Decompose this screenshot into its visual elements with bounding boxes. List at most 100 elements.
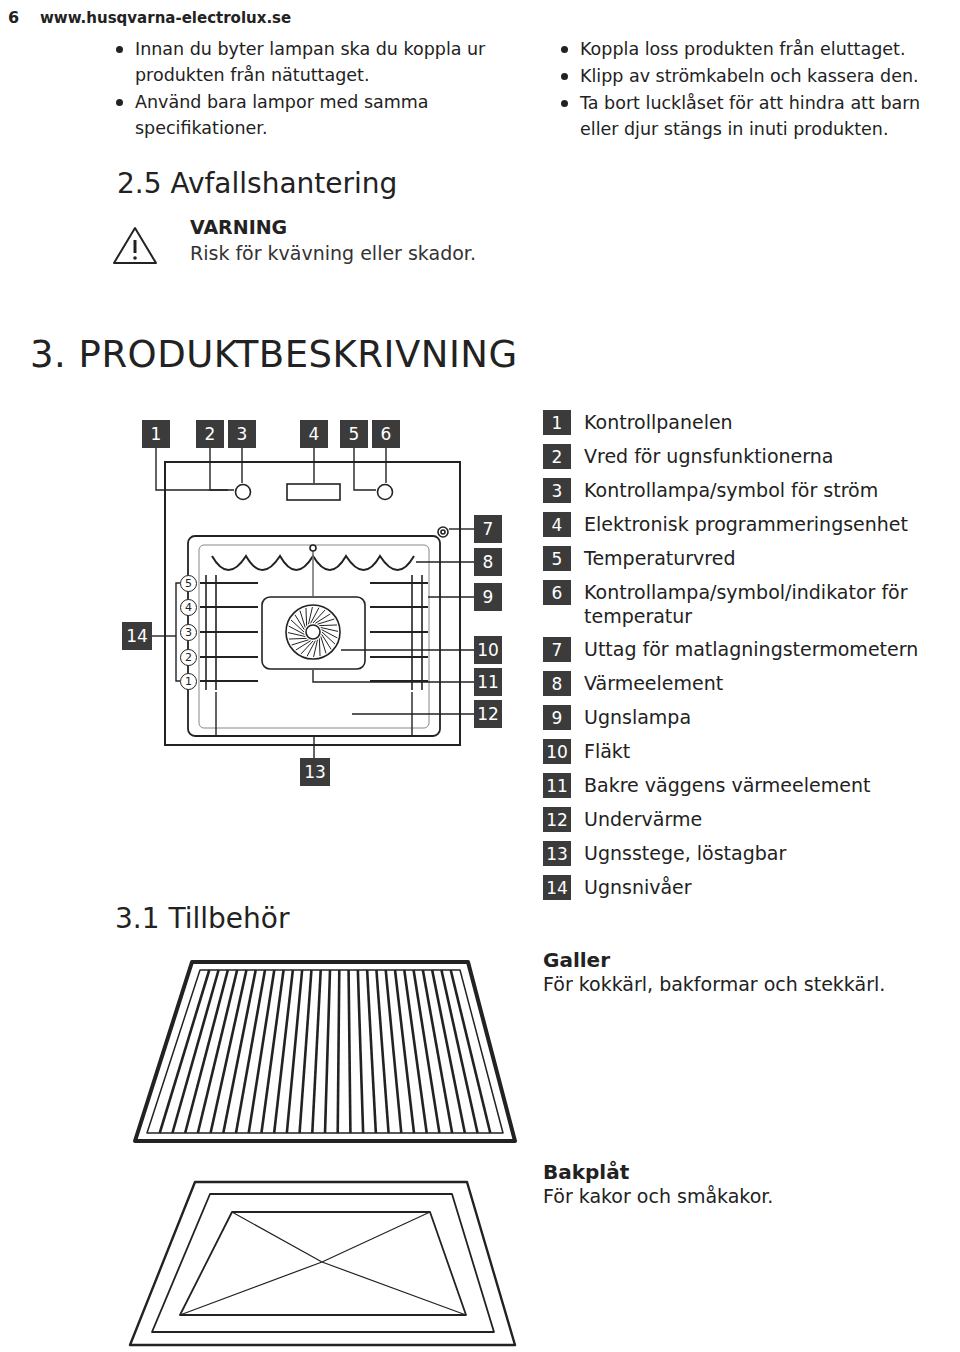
legend-text: Temperaturvred bbox=[584, 546, 956, 570]
legend-text: Kontrollampa/symbol/indikator för temper… bbox=[584, 580, 956, 628]
text-column: 1 Kontrollpanelen 2 Vred för ugnsfunktioner… bbox=[543, 410, 956, 909]
callout-number: 3 bbox=[228, 420, 256, 448]
stroke bbox=[370, 656, 428, 658]
accessory-text: För kokkärl, bakformar och stekkärl. bbox=[543, 973, 955, 995]
stroke bbox=[315, 614, 330, 623]
stroke bbox=[249, 970, 275, 1133]
callout-number: 12 bbox=[474, 700, 502, 728]
callout-text: 10 bbox=[477, 640, 499, 660]
legend-row: 3Kontrollampa/symbol för ström bbox=[543, 478, 956, 503]
section-heading: 3. PRODUKTBESKRIVNING bbox=[30, 333, 518, 376]
callout-text: 2 bbox=[205, 424, 216, 444]
callout-number: 14 bbox=[543, 875, 571, 900]
callout-text: 5 bbox=[552, 549, 563, 569]
callout-text: 14 bbox=[126, 626, 148, 646]
legend-text: Kontrollpanelen bbox=[584, 410, 956, 434]
callout-text: 9 bbox=[483, 587, 494, 607]
stroke bbox=[261, 970, 283, 1133]
stroke bbox=[305, 608, 307, 626]
warning-text: Risk för kvävning eller skador. bbox=[190, 242, 476, 264]
text-column: Koppla loss produkten från eluttaget.Kli… bbox=[580, 36, 956, 143]
stroke bbox=[370, 582, 428, 584]
callout-number: 8 bbox=[543, 671, 571, 696]
page-number: 6 bbox=[8, 8, 19, 27]
callout-text: 3 bbox=[552, 481, 563, 501]
stroke bbox=[349, 970, 351, 1133]
callout-text: 8 bbox=[483, 552, 494, 572]
callout-text: 7 bbox=[483, 519, 494, 539]
callout-circle: 5 bbox=[180, 575, 197, 592]
accessory-name: Galler bbox=[543, 948, 610, 972]
stroke bbox=[319, 624, 337, 626]
callout-text: 11 bbox=[546, 776, 568, 796]
callout-text: 12 bbox=[477, 704, 499, 724]
stroke bbox=[451, 970, 491, 1133]
legend-text: Bakre väggens värmeelement bbox=[584, 773, 956, 797]
callout-number: 1 bbox=[142, 420, 170, 448]
stroke bbox=[200, 656, 258, 658]
callout-number: 3 bbox=[543, 478, 571, 503]
callout-text: 8 bbox=[552, 674, 563, 694]
stroke bbox=[404, 970, 426, 1133]
legend-text: Elektronisk programmeringsenhet bbox=[584, 512, 956, 536]
callout-number: 11 bbox=[474, 668, 502, 696]
callout-number: 12 bbox=[543, 807, 571, 832]
callout-number: 10 bbox=[474, 636, 502, 664]
callout-text: 5 bbox=[185, 577, 192, 590]
legend-text: Värmeelement bbox=[584, 671, 956, 695]
stroke bbox=[395, 970, 414, 1133]
callout-number: 10 bbox=[543, 739, 571, 764]
subheading: 2.5 Avfallshantering bbox=[117, 167, 397, 200]
callout-number: 9 bbox=[474, 583, 502, 611]
callout-number: 4 bbox=[543, 512, 571, 537]
bullet-item: Använd bara lampor med samma specifikati… bbox=[135, 89, 535, 141]
stroke bbox=[322, 630, 338, 638]
legend-row: 12Undervärme bbox=[543, 807, 956, 832]
legend-row: 2 Vred för ugnsfunktionerna bbox=[543, 444, 956, 469]
callout-number: 6 bbox=[372, 420, 400, 448]
callout-text: 4 bbox=[552, 515, 563, 535]
callout-number: 9 bbox=[543, 705, 571, 730]
callout-text: 6 bbox=[552, 583, 563, 603]
legend-text: Uttag för matlagningstermometern bbox=[584, 637, 956, 661]
bullet-item: Klipp av strömkabeln och kassera den. bbox=[580, 63, 956, 89]
callout-number: 7 bbox=[474, 515, 502, 543]
callout-text: 1 bbox=[151, 424, 162, 444]
callout-number: 5 bbox=[543, 546, 571, 571]
legend-row: 7 Uttag för matlagningstermometern bbox=[543, 637, 956, 662]
stroke bbox=[296, 641, 311, 650]
callout-number: 5 bbox=[340, 420, 368, 448]
callout-text: 9 bbox=[552, 708, 563, 728]
stroke bbox=[185, 970, 228, 1133]
callout-number: 4 bbox=[300, 420, 328, 448]
callout-text: 5 bbox=[349, 424, 360, 444]
stroke bbox=[321, 637, 326, 654]
legend-text: Vred för ugnsfunktionerna bbox=[584, 444, 956, 468]
callout-text: 4 bbox=[185, 601, 192, 614]
callout-number: 13 bbox=[300, 758, 330, 786]
stroke bbox=[300, 611, 305, 628]
accessory-name: Bakplåt bbox=[543, 1160, 629, 1184]
stroke bbox=[289, 638, 307, 640]
callout-number: 1 bbox=[543, 410, 571, 435]
legend-row: 6 Kontrollampa/symbol/indikator för tempe… bbox=[543, 580, 956, 628]
legend-text: Ugnsnivåer bbox=[584, 875, 956, 899]
leader-lines bbox=[152, 448, 474, 758]
legend-row: 14 Ugnsnivåer bbox=[543, 875, 956, 900]
callout-text: 14 bbox=[546, 878, 568, 898]
callout-circle: 4 bbox=[180, 599, 197, 616]
callout-text: 2 bbox=[552, 447, 563, 467]
stroke bbox=[295, 615, 304, 630]
callout-number: 7 bbox=[543, 637, 571, 662]
stroke bbox=[325, 970, 330, 1133]
stroke bbox=[370, 606, 428, 608]
bullet-item: Ta bort lucklåset för att hindra att bar… bbox=[580, 90, 956, 142]
legend-row: 8 Värmeelement bbox=[543, 671, 956, 696]
callout-number: 14 bbox=[122, 622, 152, 650]
stroke bbox=[312, 970, 320, 1133]
tray-drawing bbox=[130, 1182, 515, 1345]
subheading: 3.1 Tillbehör bbox=[115, 902, 289, 935]
stroke bbox=[319, 638, 321, 656]
legend-row: 10Fläkt bbox=[543, 739, 956, 764]
callout-text: 11 bbox=[477, 672, 499, 692]
